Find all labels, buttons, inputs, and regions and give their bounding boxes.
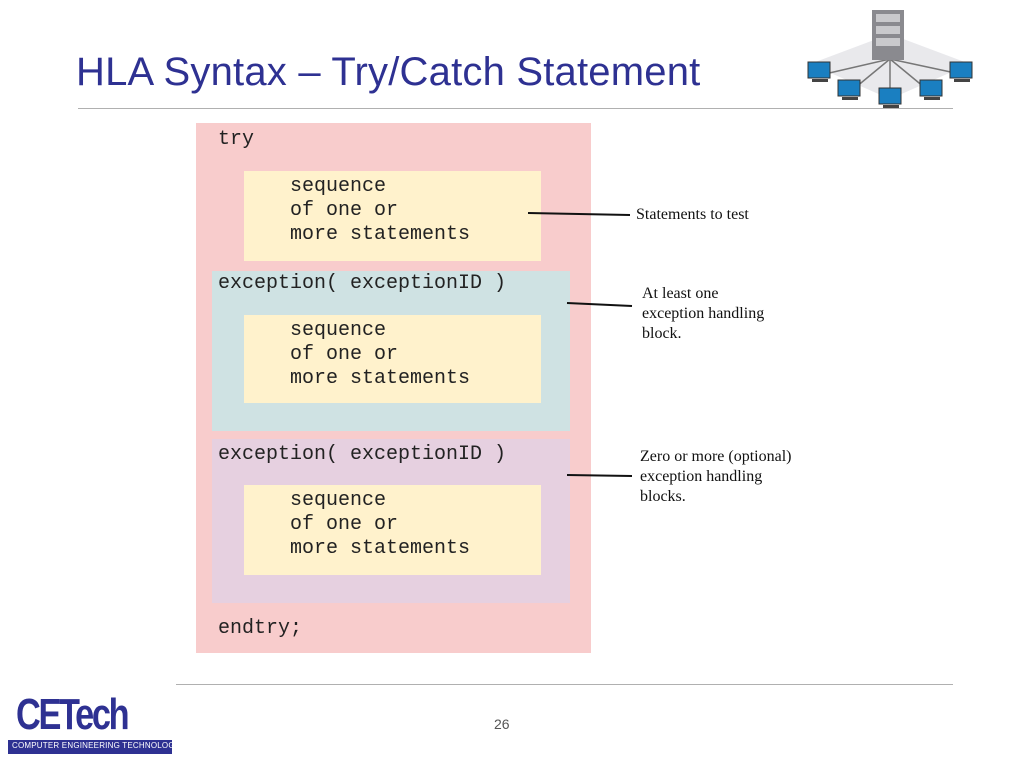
computer-network-icon	[807, 10, 973, 108]
try-keyword: try	[218, 128, 255, 151]
second-exception-statements-block: sequence of one or more statements	[244, 485, 541, 575]
try-statements-text: sequence of one or more statements	[290, 175, 471, 246]
page-number: 26	[494, 716, 510, 732]
first-exception-annotation: At least one exception handling block.	[642, 285, 765, 342]
logo-subtitle: COMPUTER ENGINEERING TECHNOLOGY	[12, 741, 181, 750]
second-exception-block: exception( exceptionID ) sequence of one…	[212, 439, 570, 603]
second-exception-header: exception( exceptionID )	[218, 443, 507, 466]
try-block: try sequence of one or more statements e…	[196, 123, 591, 653]
statements-annotation: Statements to test	[636, 206, 749, 223]
try-statements-block: sequence of one or more statements	[244, 171, 541, 261]
first-exception-statements-text: sequence of one or more statements	[290, 319, 471, 390]
first-exception-statements-block: sequence of one or more statements	[244, 315, 541, 403]
second-exception-statements-text: sequence of one or more statements	[290, 489, 471, 560]
first-exception-header: exception( exceptionID )	[218, 272, 507, 295]
optional-exceptions-annotation: Zero or more (optional) exception handli…	[640, 448, 792, 505]
logo-banner	[8, 740, 172, 754]
cetech-logo: CETech COMPUTER ENGINEERING TECHNOLOGY	[8, 690, 180, 760]
slide-title: HLA Syntax – Try/Catch Statement	[76, 50, 701, 94]
title-divider	[78, 108, 953, 109]
logo-wordmark: CETech	[16, 690, 130, 739]
first-exception-block: exception( exceptionID ) sequence of one…	[212, 271, 570, 431]
footer-divider	[176, 684, 953, 685]
endtry-keyword: endtry;	[218, 617, 303, 640]
